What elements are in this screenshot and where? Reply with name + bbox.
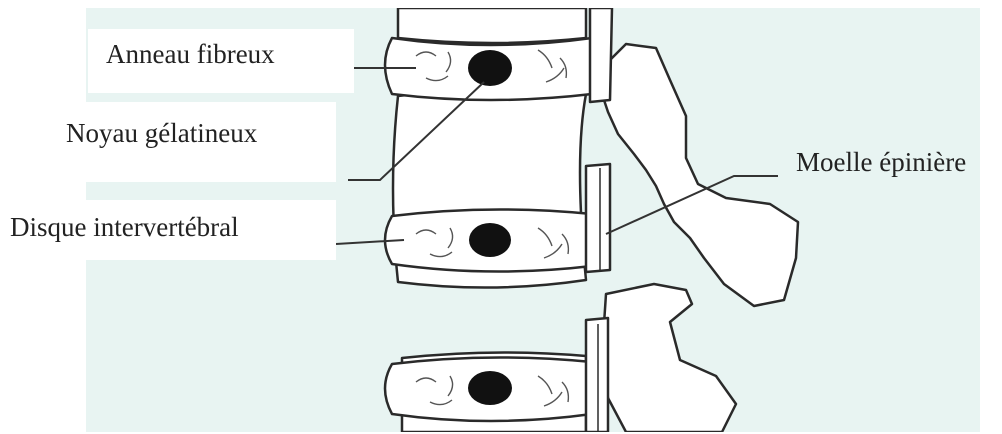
nucleus-bottom <box>468 371 512 405</box>
nucleus-top <box>468 50 512 86</box>
nucleus-middle <box>469 223 511 257</box>
spinal-cord-bottom <box>586 318 608 432</box>
spinal-cord-top <box>590 8 612 102</box>
label-disque-intervertebral: Disque intervertébral <box>4 200 336 260</box>
label-anneau-fibreux: Anneau fibreux <box>88 29 354 93</box>
label-moelle-epiniere: Moelle épinière <box>796 146 966 178</box>
vertebral-body-top <box>398 8 586 43</box>
spinal-cord-middle <box>586 164 610 272</box>
label-noyau-gelatineux: Noyau gélatineux <box>62 102 336 182</box>
